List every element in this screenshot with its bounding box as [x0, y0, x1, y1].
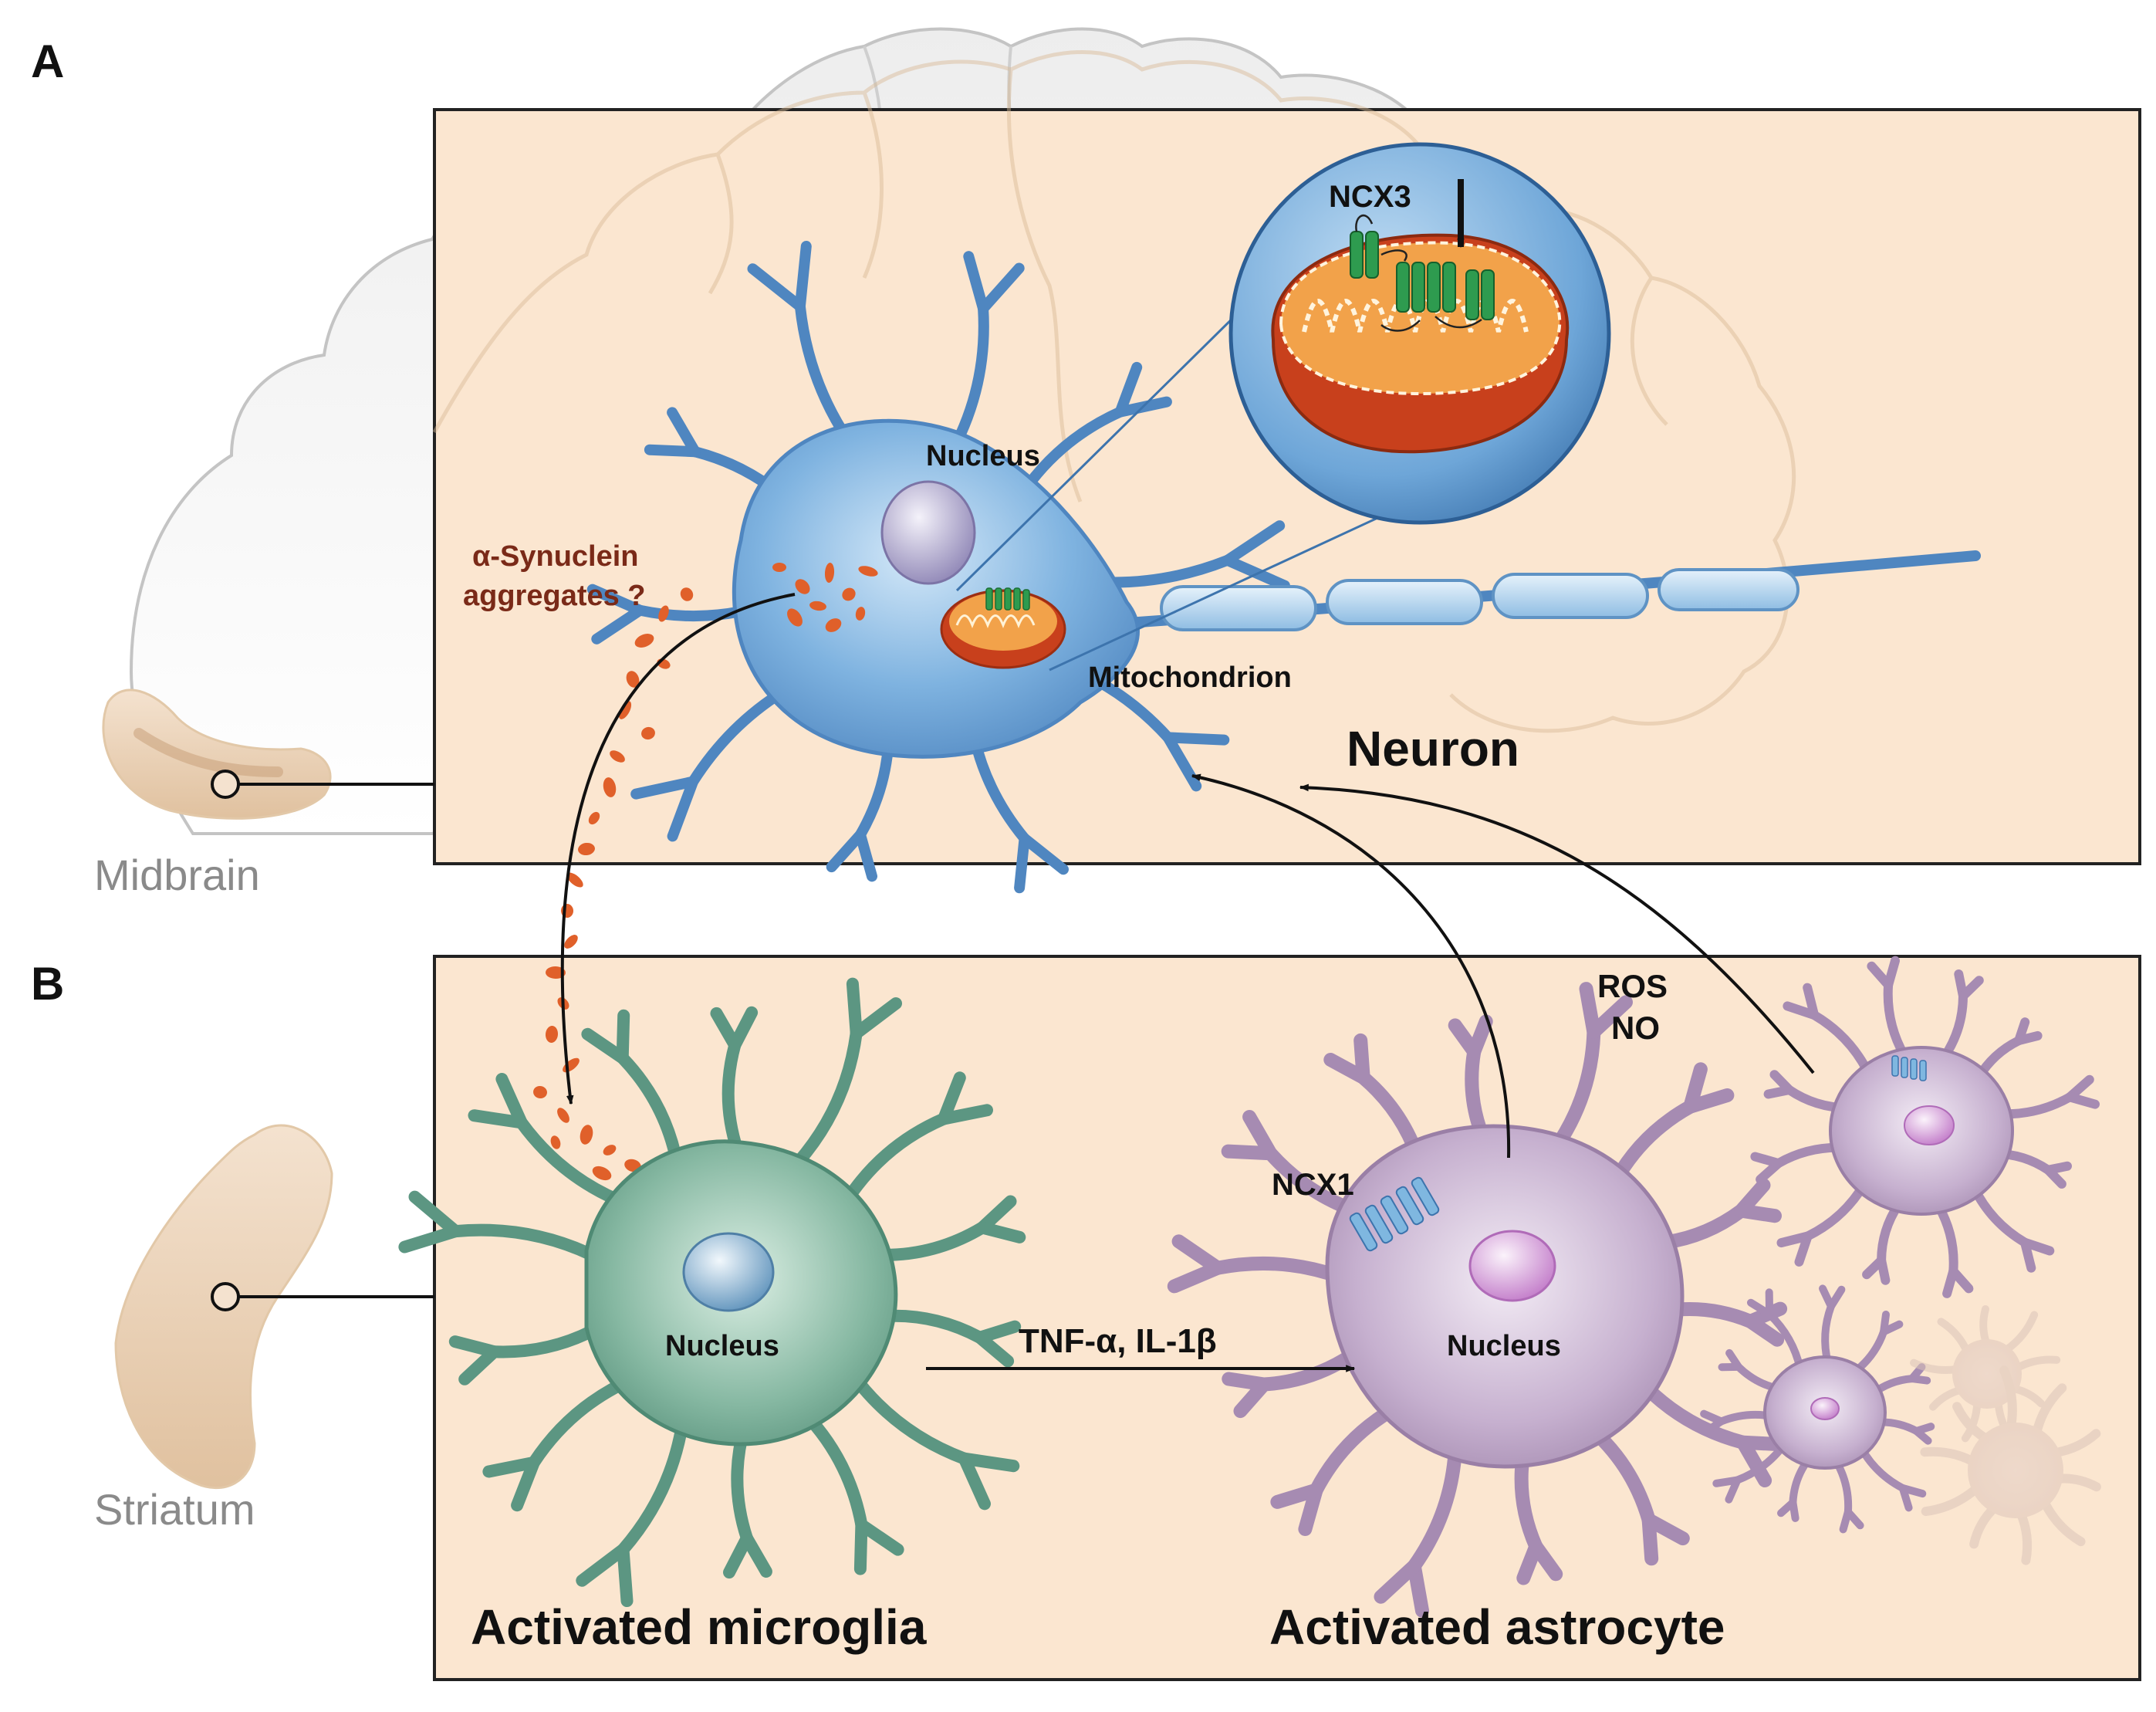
astrocyte-nucleus — [1470, 1231, 1555, 1301]
striatum-label: Striatum — [94, 1485, 255, 1534]
microglia-nucleus-label: Nucleus — [665, 1330, 779, 1362]
mitochondrion-label: Mitochondrion — [1088, 661, 1292, 694]
striatum-marker — [212, 1284, 238, 1310]
cell-process — [1755, 1157, 1778, 1164]
synuclein-label-line2: aggregates ? — [463, 580, 646, 612]
cell-process — [1649, 1520, 1652, 1558]
cell-process — [1168, 737, 1225, 739]
cell-process — [1843, 1512, 1848, 1530]
cell-process — [1782, 1237, 1808, 1243]
mitochondrion-zoom-bubble — [1231, 144, 1609, 523]
cell-process — [623, 1550, 627, 1602]
cell-process — [944, 1110, 987, 1118]
cell-process — [1019, 838, 1025, 888]
cell-process — [2025, 1243, 2031, 1268]
ros-label: ROS — [1597, 968, 1668, 1004]
cell-process — [1912, 1379, 1927, 1381]
cytokine-label: TNF-α, IL-1β — [1019, 1322, 1217, 1360]
neuron-nucleus-label: Nucleus — [926, 440, 1040, 472]
cell-process — [1983, 1309, 1986, 1343]
cell-process — [1947, 1271, 1953, 1294]
neuron-nucleus — [882, 482, 975, 584]
neuron-label: Neuron — [1347, 721, 1519, 776]
midbrain-marker — [212, 771, 238, 797]
no-label: NO — [1611, 1010, 1660, 1046]
cell-process — [1888, 961, 1895, 986]
cell-process — [1360, 1040, 1364, 1078]
cell-process — [2019, 1036, 2037, 1040]
astrocyte-nucleus-label: Nucleus — [1447, 1330, 1561, 1362]
midbrain-label: Midbrain — [94, 851, 260, 899]
ncx3-label: NCX3 — [1329, 180, 1411, 214]
cell-process — [853, 984, 857, 1034]
microglia-nucleus — [684, 1233, 773, 1311]
cell-process — [800, 246, 806, 306]
cell-process — [1716, 1480, 1737, 1484]
ncx1-label: NCX1 — [1272, 1168, 1354, 1202]
synuclein-aggregate — [562, 932, 580, 951]
synuclein-aggregate — [772, 563, 786, 572]
panel-b-letter: B — [31, 958, 64, 1010]
cell-process — [1228, 1379, 1264, 1385]
synuclein-label-line1: α-Synuclein — [472, 540, 639, 573]
cell-process — [1741, 1211, 1775, 1216]
microglia-label: Activated microglia — [471, 1599, 927, 1655]
astrocyte-label: Activated astrocyte — [1269, 1599, 1725, 1655]
panel-a-letter: A — [31, 36, 64, 87]
cell-process — [623, 1016, 624, 1058]
cell-process — [860, 1525, 862, 1569]
